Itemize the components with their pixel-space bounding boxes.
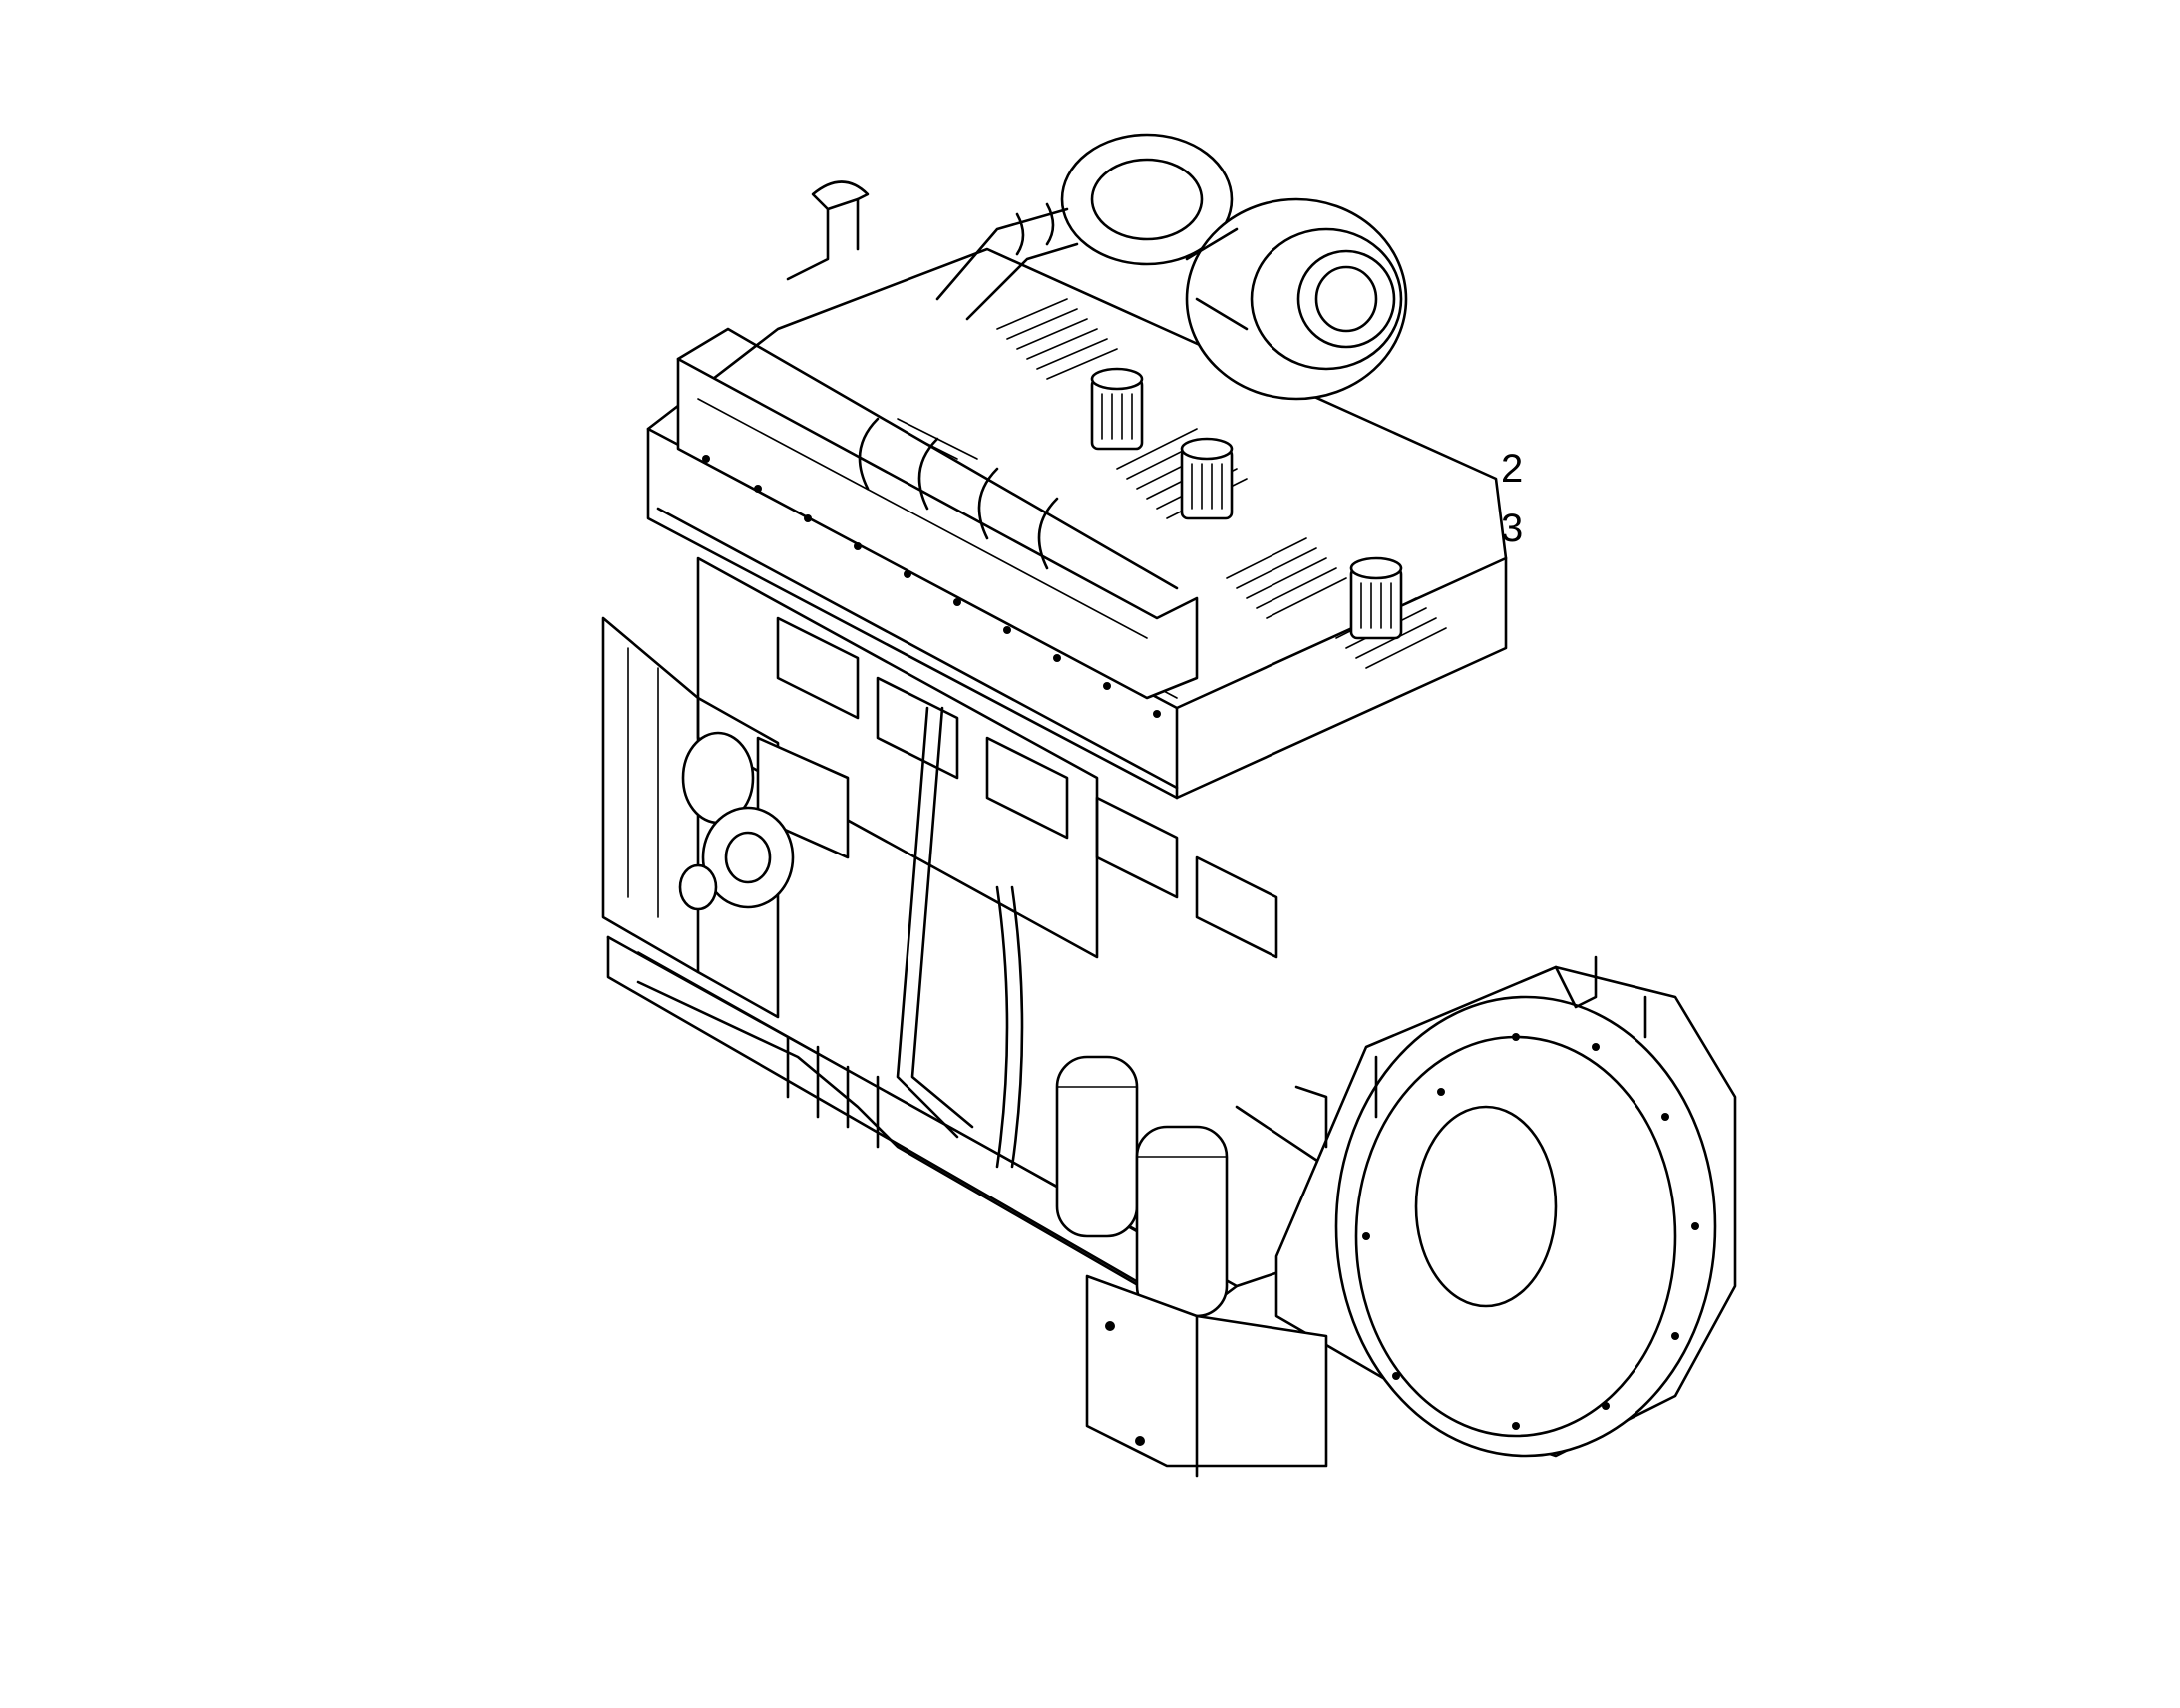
fuel-pump bbox=[680, 733, 848, 909]
injector-caps bbox=[1092, 369, 1401, 638]
adapter-plate bbox=[1087, 1276, 1326, 1476]
intake-pipe bbox=[788, 182, 1077, 320]
bolt-heads bbox=[702, 455, 1699, 1446]
flywheel-housing bbox=[1276, 957, 1735, 1456]
dipstick-tube bbox=[898, 708, 1022, 1167]
block-side-panels bbox=[698, 558, 1276, 957]
fuel-filters bbox=[1057, 1057, 1227, 1316]
callout-label-2: 2 bbox=[1501, 447, 1524, 491]
callout-label-3: 3 bbox=[1501, 507, 1524, 550]
turbocharger bbox=[1062, 135, 1406, 399]
